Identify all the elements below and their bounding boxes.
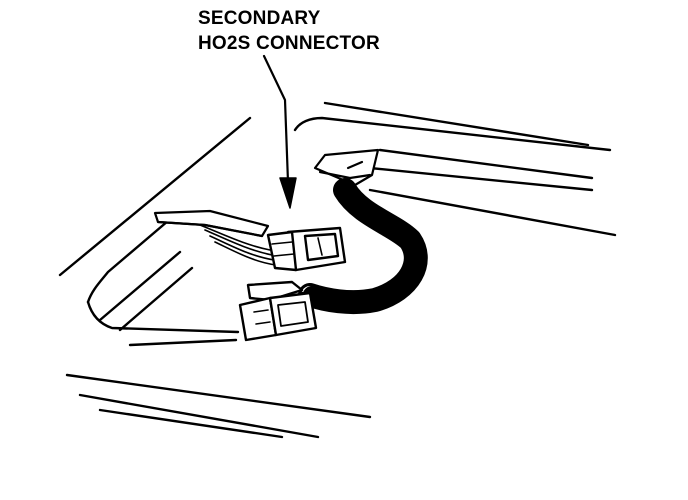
corrugated-conduit [298,178,428,315]
lower-connector [238,280,318,342]
callout-label-line-2: HO2S CONNECTOR [198,33,380,54]
floor-panel [58,101,617,439]
callout-label-line-1: SECONDARY [198,8,321,29]
cable-grommet [313,148,380,187]
callout-label: SECONDARY HO2S CONNECTOR [198,6,380,56]
upper-connector [266,226,347,272]
leader-arrowhead [279,177,297,209]
leader-line [262,54,290,184]
wire-harness [199,224,277,266]
mounting-bracket [153,209,270,238]
